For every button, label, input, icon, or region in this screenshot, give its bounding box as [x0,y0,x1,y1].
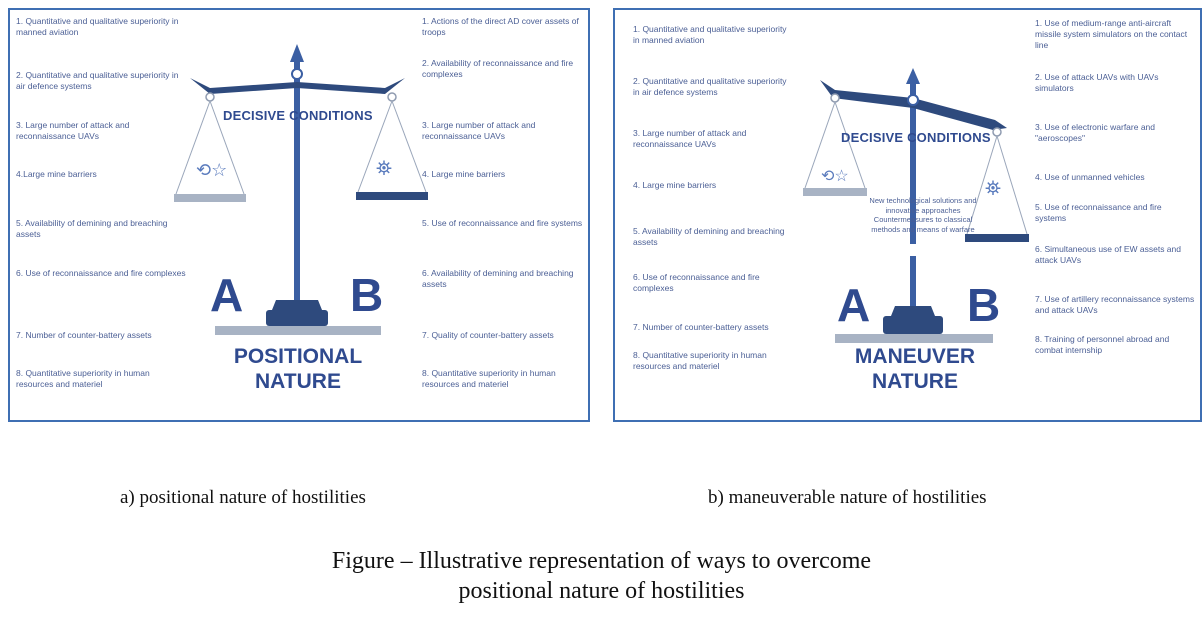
figure-title: Figure – Illustrative representation of … [0,546,1203,606]
list-item: 7. Use of artillery reconnaissance syste… [1035,294,1195,315]
list-item: 1. Actions of the direct AD cover assets… [422,16,579,37]
cycle-star-icon: ⟲☆ [196,160,228,180]
list-item: 1. Use of medium-range anti-aircraft mis… [1035,18,1188,50]
list-item: 3. Large number of attack and reconnaiss… [422,120,536,141]
list-item: 3. Large number of attack and reconnaiss… [16,120,130,141]
list-item: 6. Use of reconnaissance and fire comple… [16,268,186,278]
decisive-conditions-title: DECISIVE CONDITIONS [841,130,991,145]
nature-line-1: POSITIONAL [233,345,363,368]
balance-scale-positional [174,44,428,335]
list-item: 2. Quantitative and qualitative superior… [16,70,179,91]
list-item: 7. Number of counter-battery assets [16,330,152,340]
nature-line-2: NATURE [872,370,958,393]
arrow-up-icon [290,44,304,62]
list-item: 1. Quantitative and qualitative superior… [16,16,179,37]
nature-label-positional: POSITIONAL NATURE [190,344,406,394]
list-item: 3. Use of electronic warfare and "aerosc… [1035,122,1156,143]
list-item: 8. Training of personnel abroad and comb… [1035,334,1170,355]
list-item: 8. Quantitative superiority in human res… [16,368,150,389]
list-item: 7. Quality of counter-battery assets [422,330,554,340]
list-item: 2. Availability of reconnaissance and fi… [422,58,574,79]
list-item: 3. Large number of attack and reconnaiss… [633,128,747,149]
list-item: 6. Simultaneous use of EW assets and att… [1035,244,1181,265]
nature-line-1: MANEUVER [854,345,976,368]
list-item: 2. Use of attack UAVs with UAVs simulato… [1035,72,1159,93]
cycle-star-icon: ⟲☆ [821,168,849,185]
radar-device-icon: ⛯ [985,178,1001,200]
list-item: 7. Number of counter-battery assets [633,322,769,332]
list-item: 4. Use of unmanned vehicles [1035,172,1145,182]
balance-scale-maneuver [803,68,1029,343]
figure-title-line-1: Figure – Illustrative representation of … [331,548,872,574]
arrow-up-icon [906,68,920,84]
list-item: 2. Quantitative and qualitative superior… [633,76,787,97]
list-item: 8. Quantitative superiority in human res… [422,368,556,389]
letter-a: A [210,269,244,321]
list-item: 4.Large mine barriers [16,169,97,179]
list-item: 5. Availability of demining and breachin… [633,226,785,247]
list-item: 5. Availability of demining and breachin… [16,218,168,239]
caption-b: b) maneuverable nature of hostilities [708,487,987,508]
nature-label-maneuver: MANEUVER NATURE [807,344,1023,394]
decisive-conditions-title: DECISIVE CONDITIONS [223,108,373,123]
nature-line-2: NATURE [255,370,341,393]
letter-b: B [967,279,1001,331]
caption-a: a) positional nature of hostilities [120,487,366,508]
panel-maneuver: ⟲☆ ⛯ DECISIVE CONDITIONS New technologic… [613,8,1202,422]
list-item: 5. Use of reconnaissance and fire system… [422,218,583,228]
radar-device-icon: ⛯ [376,158,392,180]
panel-positional: ⟲☆ ⛯ DECISIVE CONDITIONS A B POSITIONAL … [8,8,590,422]
figure-title-line-2: positional nature of hostilities [458,578,745,604]
list-item: 6. Availability of demining and breachin… [422,268,574,289]
list-item: 4. Large mine barriers [633,180,717,190]
list-item: 8. Quantitative superiority in human res… [633,350,767,371]
list-item: 4. Large mine barriers [422,169,506,179]
list-item: 5. Use of reconnaissance and fire system… [1035,202,1162,223]
letter-a: A [837,279,871,331]
list-item: 1. Quantitative and qualitative superior… [633,24,787,45]
list-item: 6. Use of reconnaissance and fire comple… [633,272,760,293]
tech-note: New technological solutions and innovati… [869,196,977,234]
letter-b: B [350,269,384,321]
